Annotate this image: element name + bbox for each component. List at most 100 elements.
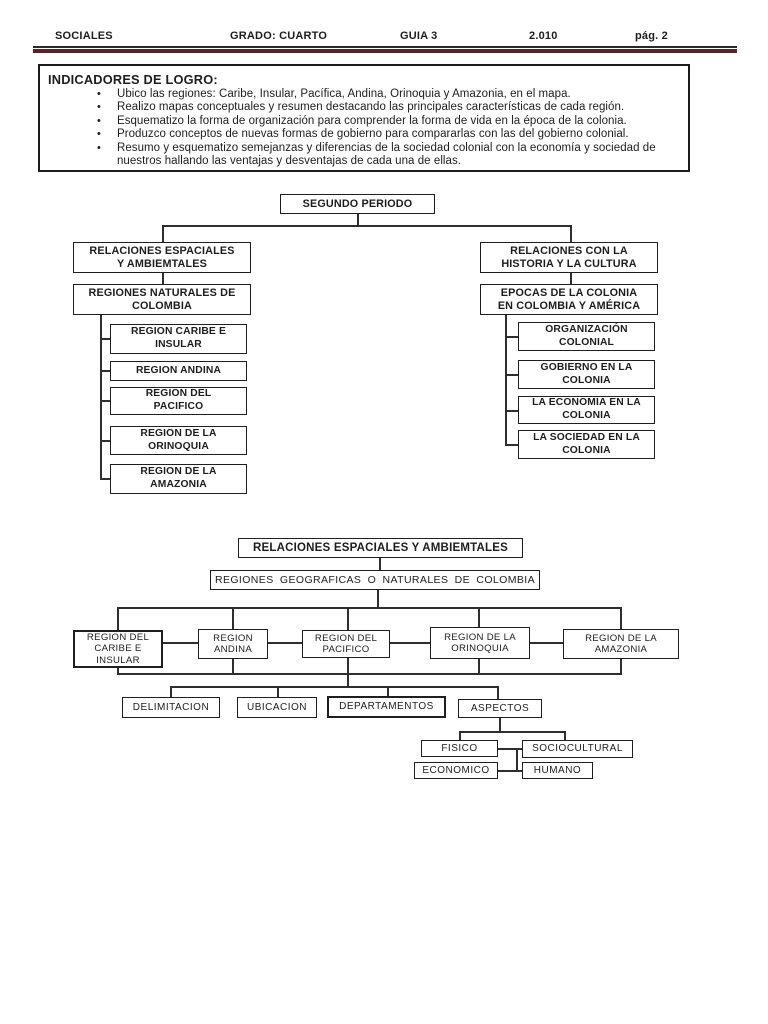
connector-line [347,675,349,686]
header-rule-thin [33,46,737,48]
indicator-text: Resumo y esquematizo semejanzas y difere… [116,141,656,168]
connector-line [459,731,461,740]
node-c2-region-andina: REGION ANDINA [198,629,268,659]
indicators-title: INDICADORES DE LOGRO: [48,72,218,87]
connector-line [505,374,518,376]
node-delimitacion: DELIMITACION [122,697,220,718]
connector-line [499,718,501,731]
connector-line [170,686,499,688]
node-fisico: FISICO [421,740,498,757]
indicator-item: • Esquematizo la forma de organización p… [40,115,688,128]
node-c2-region-pacifico: REGION DEL PACIFICO [302,630,390,658]
indicator-text: Realizo mapas conceptuales y resumen des… [116,101,625,114]
node-c2-region-orinoquia: REGION DE LA ORINOQUIA [430,627,530,659]
connector-line [505,410,518,412]
connector-line [117,607,119,630]
bullet-icon: • [97,128,101,141]
node-c2-region-caribe: REGION DEL CARIBE E INSULAR [73,630,163,668]
connector-line [170,686,172,697]
node-organizacion-colonial: ORGANIZACIÓN COLONIAL [518,322,655,351]
connector-line [117,673,622,675]
indicator-text: Produzco conceptos de nuevas formas de g… [116,128,629,141]
node-sociocultural: SOCIOCULTURAL [522,740,633,758]
header-rule-thick [33,48,737,53]
node-aspectos: ASPECTOS [458,699,542,718]
node-c2-title: RELACIONES ESPACIALES Y AMBIEMTALES [238,538,523,558]
node-region-pacifico: REGION DEL PACIFICO [110,387,247,415]
node-c2-subtitle: REGIONES GEOGRAFICAS O NATURALES DE COLO… [210,570,540,590]
node-region-orinoquia: REGION DE LA ORINOQUIA [110,426,247,455]
connector-line [162,225,164,242]
connector-line [379,558,381,570]
node-sociedad-colonia: LA SOCIEDAD EN LA COLONIA [518,430,655,459]
connector-line [478,659,480,674]
connector-line [100,400,110,402]
bullet-icon: • [97,114,101,127]
node-c2-region-amazonia: REGION DE LA AMAZONIA [563,629,679,659]
connector-line [459,731,566,733]
connector-line [100,315,102,479]
connector-line [620,607,622,629]
node-economia-colonia: LA ECONOMIA EN LA COLONIA [518,396,655,424]
connector-line [530,642,563,644]
connector-line [277,686,279,697]
connector-line [100,478,110,480]
connector-line [497,686,499,699]
indicator-item: • Produzco conceptos de nuevas formas de… [40,128,688,141]
connector-line [390,642,430,644]
indicator-item: • Resumo y esquematizo semejanzas y dife… [40,142,688,169]
connector-line [100,370,110,372]
connector-line [570,273,572,284]
node-humano: HUMANO [522,762,593,779]
connector-line [498,770,522,772]
node-region-andina: REGION ANDINA [110,361,247,381]
connector-line [505,315,507,445]
node-region-caribe-insular: REGION CARIBE E INSULAR [110,324,247,354]
connector-line [162,225,572,227]
header-grade: GRADO: CUARTO [230,30,328,42]
connector-line [564,731,566,740]
bullet-icon: • [97,101,101,114]
connector-line [377,590,379,607]
node-region-amazonia: REGION DE LA AMAZONIA [110,464,247,494]
indicator-item: • Realizo mapas conceptuales y resumen d… [40,101,688,114]
bullet-icon: • [97,141,101,154]
header-guide: GUIA 3 [400,30,438,42]
connector-line [347,658,349,674]
connector-line [100,440,110,442]
connector-line [516,748,518,771]
bullet-icon: • [97,88,101,100]
connector-line [505,444,518,446]
connector-line [478,607,480,627]
connector-line [357,214,359,226]
node-relaciones-historia: RELACIONES CON LA HISTORIA Y LA CULTURA [480,242,658,273]
connector-line [387,686,389,697]
connector-line [163,642,198,644]
connector-line [620,659,622,674]
connector-line [347,607,349,630]
node-regiones-naturales: REGIONES NATURALES DE COLOMBIA [73,284,251,315]
connector-line [570,225,572,242]
header-year: 2.010 [529,30,558,42]
connector-line [505,336,518,338]
node-departamentos: DEPARTAMENTOS [327,696,446,718]
indicator-text: Esquematizo la forma de organización par… [116,114,627,127]
node-economico: ECONOMICO [414,762,498,779]
connector-line [268,642,302,644]
header-subject: SOCIALES [55,30,113,42]
node-ubicacion: UBICACION [237,697,317,718]
connector-line [117,607,622,609]
node-gobierno-colonia: GOBIERNO EN LA COLONIA [518,360,655,389]
indicators-box: INDICADORES DE LOGRO: • Ubico las region… [38,64,690,172]
indicator-text: Ubico las regiones: Caribe, Insular, Pac… [116,88,571,100]
indicator-item: • Ubico las regiones: Caribe, Insular, P… [40,88,688,101]
header-page: pág. 2 [635,30,668,42]
node-segundo-periodo: SEGUNDO PERIODO [280,194,435,214]
connector-line [100,338,110,340]
connector-line [232,659,234,674]
connector-line [498,748,522,750]
node-relaciones-espaciales: RELACIONES ESPACIALES Y AMBIEMTALES [73,242,251,273]
connector-line [162,273,164,284]
node-epocas-colonia: EPOCAS DE LA COLONIA EN COLOMBIA Y AMÉRI… [480,284,658,315]
